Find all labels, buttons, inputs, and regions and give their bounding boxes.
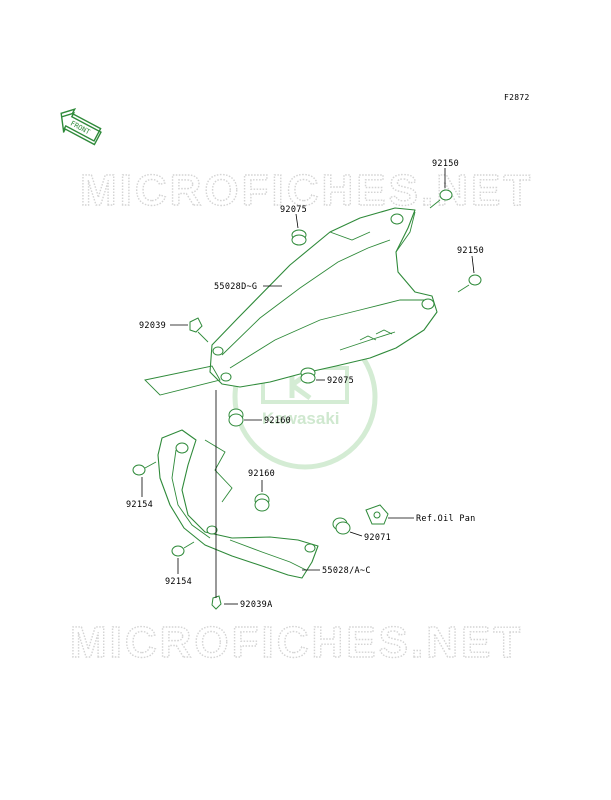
bolt-92154-b [171, 541, 195, 557]
callout-92154-a: 92154 [126, 500, 153, 510]
clip-92039 [189, 317, 209, 343]
bracket-part [144, 365, 233, 503]
lower-cowl-part [157, 429, 319, 579]
callout-92160-a: 92160 [264, 416, 291, 426]
callout-55028d: 55028D~G [214, 282, 257, 292]
oil-pan-bracket [365, 504, 389, 525]
collar-92071 [332, 517, 351, 535]
watermark-bottom: MICROFICHES.NET [70, 618, 523, 667]
front-arrow-icon: FRONT [60, 107, 102, 146]
callout-92160-b: 92160 [248, 469, 275, 479]
grommet-92075-mid [300, 367, 316, 384]
callout-55028a: 55028/A~C [322, 566, 371, 576]
bushing-92160-a [228, 408, 244, 427]
callout-92150-right: 92150 [457, 246, 484, 256]
bolt-92150-top [429, 189, 453, 209]
callout-92039: 92039 [139, 321, 166, 331]
clip-92039a [211, 595, 222, 610]
bolt-92150-right [457, 274, 482, 293]
callout-92075-mid: 92075 [327, 376, 354, 386]
watermark-top: MICROFICHES.NET [80, 166, 533, 215]
bolt-92154-a [132, 461, 157, 476]
callout-92071: 92071 [364, 533, 391, 543]
figure-code: F2872 [504, 93, 530, 102]
callout-92075-top: 92075 [280, 205, 307, 215]
callout-92150-top: 92150 [432, 159, 459, 169]
callout-92154-b: 92154 [165, 577, 192, 587]
grommet-92075-top [291, 229, 307, 246]
logo-text: Kawasaki [262, 409, 340, 428]
callout-ref-oil-pan: Ref.Oil Pan [416, 514, 476, 524]
upper-cowl-part [209, 207, 438, 388]
callout-92039a: 92039A [240, 600, 273, 610]
bushing-92160-b [254, 493, 270, 512]
